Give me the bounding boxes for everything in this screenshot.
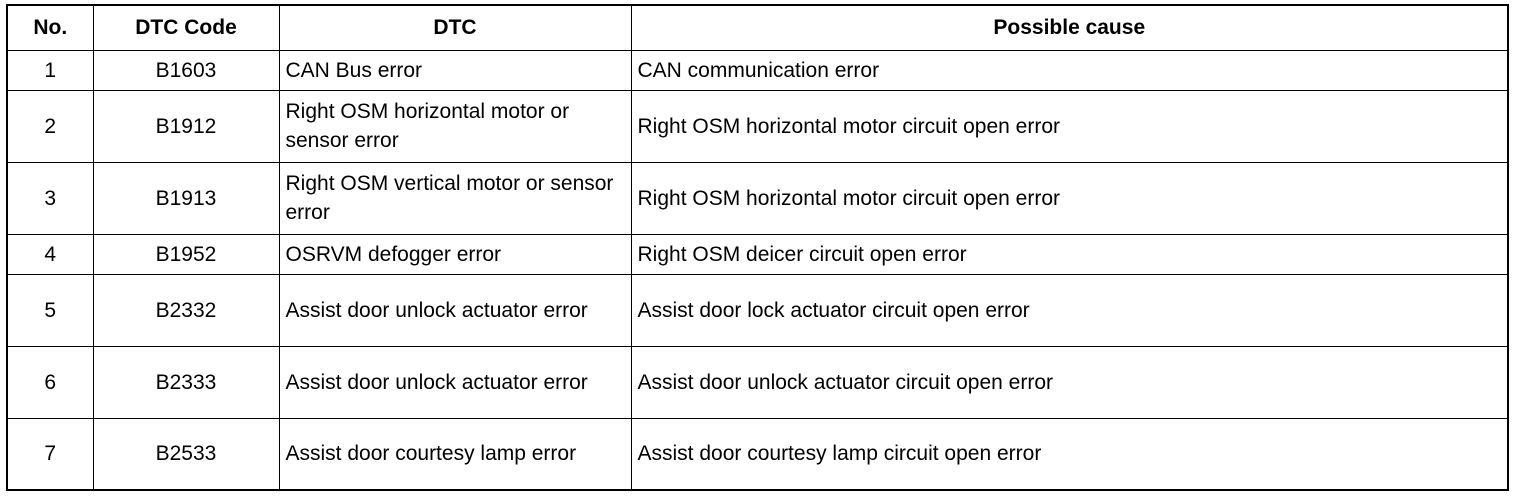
cell-no: 7	[6, 417, 94, 491]
cell-no: 6	[6, 345, 94, 419]
cell-dtc: OSRVM defogger error	[278, 233, 632, 275]
table-row: 5 B2332 Assist door unlock actuator erro…	[6, 273, 1509, 347]
cell-dtc: Assist door unlock actuator error	[278, 345, 632, 419]
cell-possible-cause: Assist door lock actuator circuit open e…	[630, 273, 1509, 347]
cell-possible-cause: Right OSM horizontal motor circuit open …	[630, 89, 1509, 163]
header-dtc: DTC	[278, 4, 632, 51]
table-row: 2 B1912 Right OSM horizontal motor or se…	[6, 89, 1509, 163]
header-row: No. DTC Code DTC Possible cause	[6, 4, 1509, 51]
header-dtc-code: DTC Code	[92, 4, 280, 51]
table-row: 6 B2333 Assist door unlock actuator erro…	[6, 345, 1509, 419]
cell-no: 4	[6, 233, 94, 275]
cell-dtc: Assist door courtesy lamp error	[278, 417, 632, 491]
dtc-table: No. DTC Code DTC Possible cause 1 B1603 …	[6, 4, 1509, 491]
cell-no: 5	[6, 273, 94, 347]
header-possible-cause: Possible cause	[630, 4, 1509, 51]
cell-possible-cause: Right OSM deicer circuit open error	[630, 233, 1509, 275]
cell-dtc-code: B1603	[92, 49, 280, 91]
cell-possible-cause: Assist door courtesy lamp circuit open e…	[630, 417, 1509, 491]
header-no: No.	[6, 4, 94, 51]
table-row: 4 B1952 OSRVM defogger error Right OSM d…	[6, 233, 1509, 275]
cell-no: 2	[6, 89, 94, 163]
cell-dtc-code: B1912	[92, 89, 280, 163]
table-row: 3 B1913 Right OSM vertical motor or sens…	[6, 161, 1509, 235]
cell-dtc: Right OSM vertical motor or sensor error	[278, 161, 632, 235]
cell-dtc: CAN Bus error	[278, 49, 632, 91]
cell-dtc-code: B2333	[92, 345, 280, 419]
cell-dtc-code: B1913	[92, 161, 280, 235]
cell-dtc-code: B2533	[92, 417, 280, 491]
dtc-table-container: No. DTC Code DTC Possible cause 1 B1603 …	[6, 4, 1509, 491]
cell-possible-cause: CAN communication error	[630, 49, 1509, 91]
cell-dtc-code: B2332	[92, 273, 280, 347]
cell-dtc-code: B1952	[92, 233, 280, 275]
cell-dtc: Assist door unlock actuator error	[278, 273, 632, 347]
cell-possible-cause: Right OSM horizontal motor circuit open …	[630, 161, 1509, 235]
cell-dtc: Right OSM horizontal motor or sensor err…	[278, 89, 632, 163]
cell-possible-cause: Assist door unlock actuator circuit open…	[630, 345, 1509, 419]
table-row: 1 B1603 CAN Bus error CAN communication …	[6, 49, 1509, 91]
cell-no: 3	[6, 161, 94, 235]
cell-no: 1	[6, 49, 94, 91]
table-row: 7 B2533 Assist door courtesy lamp error …	[6, 417, 1509, 491]
